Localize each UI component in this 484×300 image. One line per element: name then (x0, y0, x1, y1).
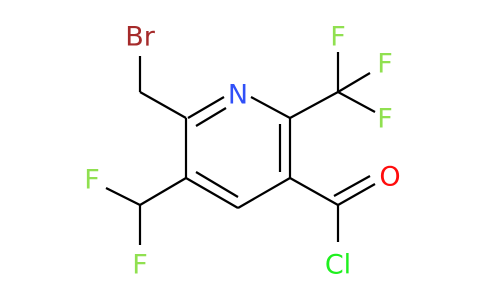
atom-chf2-fluorine-lower: F (132, 250, 148, 281)
bond-layer (105, 52, 376, 245)
atom-cf3-fluorine-top: F (330, 22, 346, 53)
bond-ring-c4-c3 (185, 177, 239, 209)
bond-cf3-f-upper-right (337, 72, 371, 93)
bond-cf3-f-right (337, 91, 376, 113)
bond-c6-cf3 (289, 91, 339, 119)
bond-carbonyl-o-2 (333, 175, 371, 197)
bond-ring-c2-n1 (187, 96, 225, 119)
atom-ring-nitrogen: N (228, 80, 248, 111)
atom-acyl-chlorine: Cl (325, 250, 351, 281)
bond-ring-n1-c6 (250, 96, 291, 119)
bond-carbonyl-o-1 (337, 183, 376, 206)
atom-chf2-fluorine-upper: F (84, 165, 100, 196)
atom-label-layer: Br N F F F F F O Cl (84, 22, 400, 281)
atom-bromine: Br (125, 22, 156, 53)
bond-ring-c5-c4 (237, 177, 291, 209)
bond-c2-ch2 (139, 91, 187, 119)
bond-c3-chf2 (139, 177, 187, 206)
atom-cf3-fluorine-upper-right: F (377, 49, 393, 80)
bond-ring-double-c2-n1 (195, 107, 227, 127)
bond-c5-carbonyl (289, 177, 339, 206)
bond-chf2-f-upper (105, 187, 141, 206)
atom-carbonyl-oxygen: O (379, 162, 400, 193)
bond-ring-double-c4-c3 (195, 171, 239, 198)
atom-cf3-fluorine-right: F (377, 104, 393, 135)
